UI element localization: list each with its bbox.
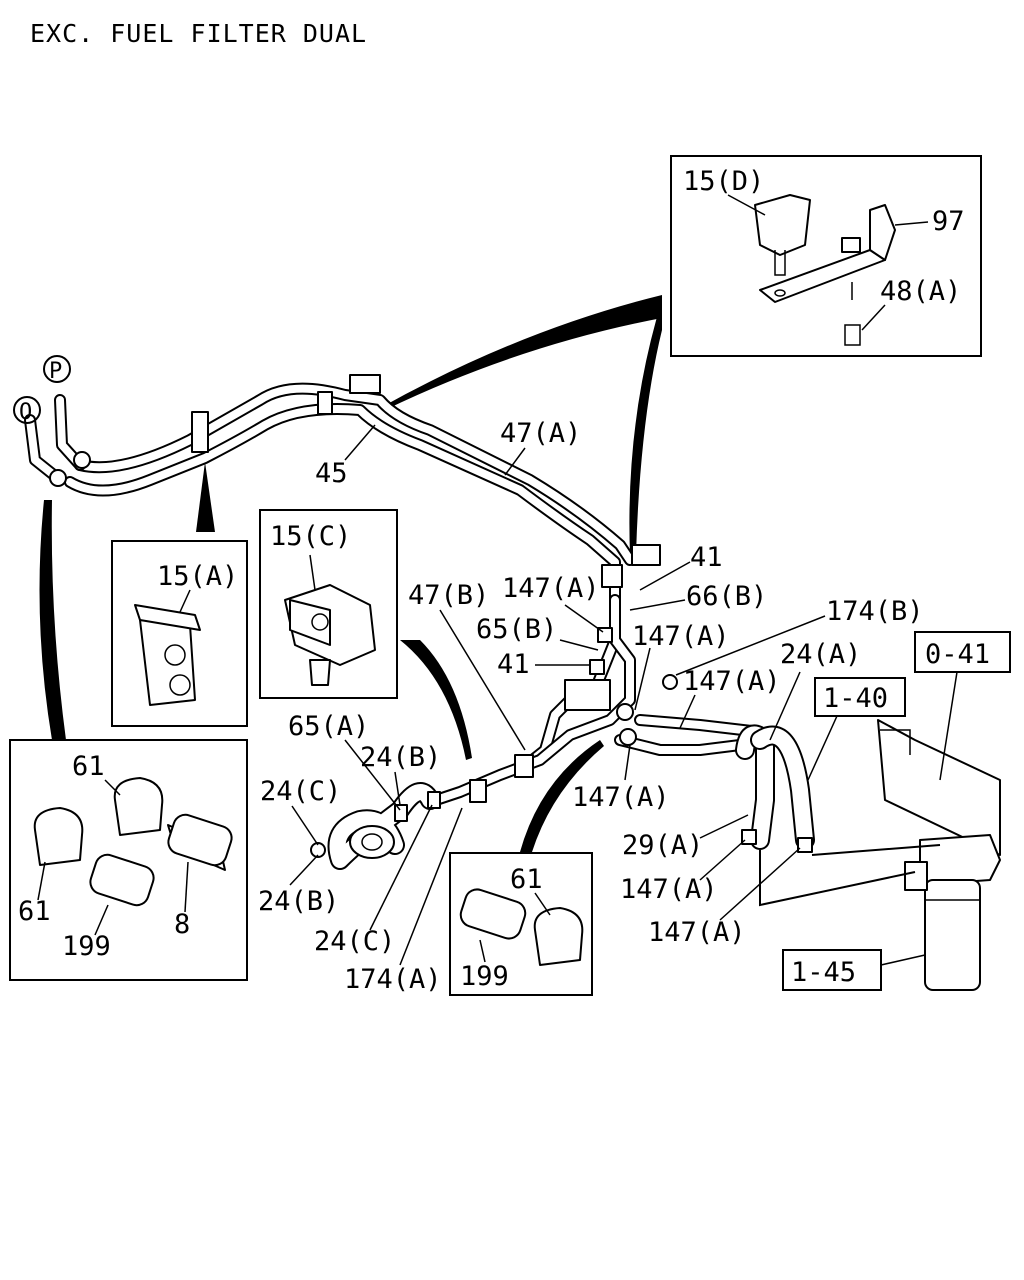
callout-24c-top: 24(C) — [260, 776, 341, 807]
diagram-title: EXC. FUEL FILTER DUAL — [30, 19, 367, 48]
callout-147a-2: 147(A) — [632, 621, 730, 652]
svg-text:P: P — [49, 359, 62, 384]
callout-15d: 15(D) — [683, 166, 764, 197]
callout-65a: 65(A) — [288, 711, 369, 742]
callout-24b-bottom: 24(B) — [258, 886, 339, 917]
pipe-clamps — [49, 374, 813, 858]
ref-box-1-45: 1-45 — [782, 949, 926, 991]
detail-pointers — [39, 295, 662, 852]
callout-61-top: 61 — [72, 751, 105, 782]
callout-24b-top: 24(B) — [360, 742, 441, 773]
svg-text:1-45: 1-45 — [791, 957, 856, 988]
detail-box-grommets-left: 61 61 199 8 — [9, 739, 248, 981]
svg-text:0-41: 0-41 — [925, 639, 990, 670]
callout-147a-3: 147(A) — [683, 666, 781, 697]
callout-61-right: 61 — [510, 864, 543, 895]
callout-147a-4: 147(A) — [572, 782, 670, 813]
detail-box-bracket: 15(D) 97 48(A) — [670, 155, 982, 357]
callout-147a-1: 147(A) — [502, 573, 600, 604]
callouts: 47(A) 45 41 66(B) 47(B) 147(A) 174(B) 65… — [258, 418, 924, 995]
callout-15a: 15(A) — [157, 561, 238, 592]
marker-p: P — [43, 355, 71, 384]
hoses — [327, 724, 815, 870]
callout-8: 8 — [174, 909, 190, 940]
callout-24c-bottom: 24(C) — [314, 926, 395, 957]
detail-box-grommets-center: 61 199 — [449, 852, 593, 996]
callout-48a: 48(A) — [880, 276, 961, 307]
detail-box-clip-15a: 15(A) — [111, 540, 248, 727]
callout-65b: 65(B) — [476, 614, 557, 645]
callout-41-mid: 41 — [497, 649, 530, 680]
callout-174b: 174(B) — [826, 596, 924, 627]
callout-174a: 174(A) — [344, 964, 442, 995]
callout-61-left: 61 — [18, 896, 51, 927]
callout-66b: 66(B) — [686, 581, 767, 612]
callout-147a-5: 147(A) — [620, 874, 718, 905]
callout-97: 97 — [932, 206, 965, 237]
svg-text:1-40: 1-40 — [823, 683, 888, 714]
callout-45: 45 — [315, 458, 348, 489]
detail-box-clip-15c: 15(C) — [259, 509, 398, 699]
callout-41-top: 41 — [690, 542, 723, 573]
ref-box-0-41: 0-41 — [914, 631, 1011, 781]
callout-147a-6: 147(A) — [648, 917, 746, 948]
svg-text:O: O — [19, 400, 32, 425]
callout-47a: 47(A) — [500, 418, 581, 449]
callout-47b: 47(B) — [408, 580, 489, 611]
callout-29a: 29(A) — [622, 830, 703, 861]
callout-15c: 15(C) — [270, 521, 351, 552]
callout-24a: 24(A) — [780, 639, 861, 670]
callout-199-right: 199 — [460, 961, 509, 992]
ref-box-1-40: 1-40 — [807, 677, 906, 781]
callout-199-left: 199 — [62, 931, 111, 962]
fuel-filter-assembly — [759, 719, 1001, 991]
marker-o: O — [13, 396, 41, 425]
